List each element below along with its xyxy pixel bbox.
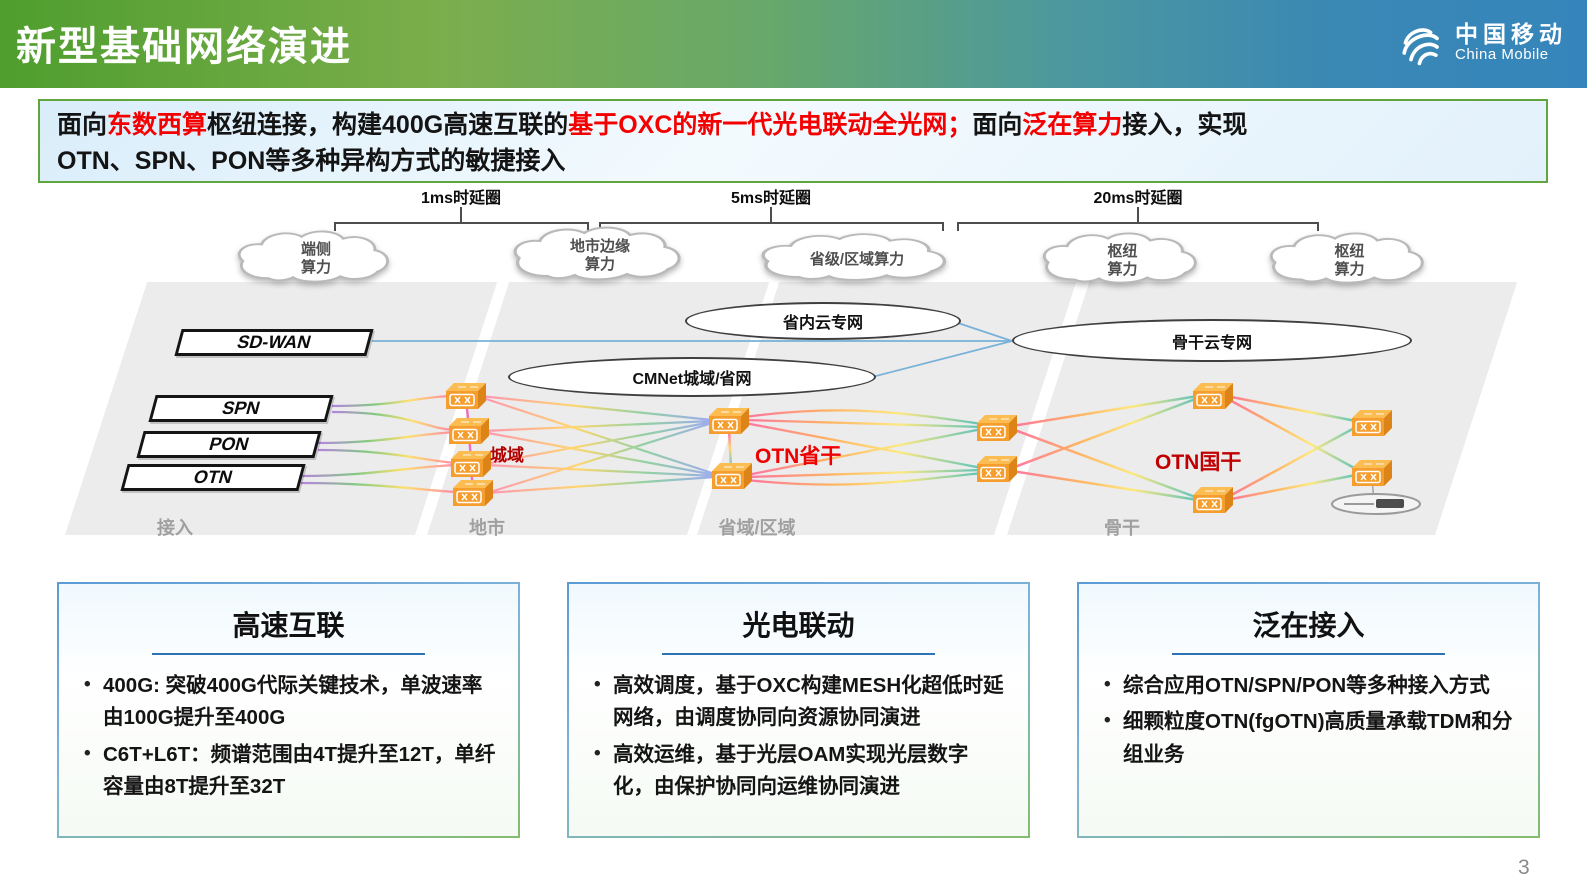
latency-bracket [334,207,1319,231]
oxc-node-icon [450,450,492,478]
card-bullet: C6T+L6T：频谱范围由4T提升至12T，单纤容量由8T提升至32T [81,739,496,804]
cloud-edge-compute: 端侧算力 [230,228,402,286]
zone-label-province: 省域/区域 [718,518,796,538]
cloud-label: 算力 [1107,260,1138,278]
oxc-node-icon [452,479,494,507]
card-bullet: 400G: 突破400G代际关键技术，单波速率由100G提升至400G [81,670,496,735]
cloud-hub-compute-1: 枢纽算力 [1035,230,1210,287]
oxc-node-icon [1192,486,1234,514]
card-title: 光电联动 [742,610,855,641]
oxc-node-icon [1192,382,1234,410]
cloud-label: 算力 [584,256,615,273]
access-box-otn: OTN [120,464,306,491]
intro-segment: 面向 [972,111,1023,139]
oxc-node-icon [976,414,1018,442]
segment-label-metro: 城域 [490,446,524,465]
card-title-underline [661,653,936,655]
intro-box: 面向东数西算枢纽连接，构建400G高速互联的基于OXC的新一代光电联动全光网；面… [38,99,1548,183]
intro-segment: 接入，实现 [1122,111,1248,139]
zone-label-access: 接入 [157,518,193,538]
oxc-node-icon [445,382,487,410]
cloud-label: 算力 [1334,260,1365,278]
cloud-label: 算力 [300,259,331,276]
card-opto-electric: 光电联动 高效调度，基于OXC构建MESH化超低时延网络，由调度协同向资源协同演… [567,582,1030,838]
intro-segment: OTN、SPN、PON等多种异构方式的敏捷接入 [57,147,566,175]
card-bullet: 高效调度，基于OXC构建MESH化超低时延网络，由调度协同向资源协同演进 [591,670,1006,735]
cloud-label: 地市边缘 [569,238,630,255]
card-title-underline [151,653,426,655]
network-ellipse-cmnet: CMNet城域/省网 [508,357,876,397]
page-number: 3 [1518,856,1530,879]
cloud-city-edge-compute: 地市边缘算力 [505,224,695,284]
oxc-node-icon [711,462,753,490]
segment-label-otn-province: OTN省干 [755,445,842,468]
card-bullet: 高效运维，基于光层OAM实现光层数字化，由保护协同向运维协同演进 [591,739,1006,804]
card-title: 高速互联 [232,610,345,641]
intro-segment: 面向 [57,111,108,139]
card-ubiquitous-access: 泛在接入 综合应用OTN/SPN/PON等多种接入方式 细颗粒度OTN(fgOT… [1077,582,1540,838]
network-ellipse-province-cloud: 省内云专网 [685,302,961,340]
zone-label-backbone: 骨干 [1104,518,1140,538]
china-mobile-logo: 中国移动 China Mobile [1390,15,1567,71]
network-ellipse-backbone-cloud: 骨干云专网 [1012,319,1412,362]
oxc-node-icon [448,417,490,445]
oxc-node-icon [1351,409,1393,437]
logo-text-en: China Mobile [1455,46,1549,64]
cloud-label: 端侧 [300,241,331,258]
segment-label-otn-national: OTN国干 [1155,451,1242,474]
title-bar: 新型基础网络演进 中国移动 China Mobile [0,0,1587,88]
submarine-cable-icon [1331,493,1421,515]
card-bullet: 细颗粒度OTN(fgOTN)高质量承载TDM和分组业务 [1101,706,1516,771]
card-title: 泛在接入 [1252,610,1365,641]
card-title-underline [1171,653,1446,655]
cloud-label: 省级/区域算力 [809,250,905,268]
intro-segment: 基于OXC的新一代光电联动全光网； [568,111,973,139]
intro-segment: 枢纽连接，构建400G高速互联的 [207,111,569,139]
oxc-node-icon [708,407,750,435]
intro-segment: 泛在算力 [1022,111,1123,139]
cloud-province-compute: 省级/区域算力 [752,231,962,284]
cloud-hub-compute-2: 枢纽算力 [1262,230,1437,287]
china-mobile-swirl-icon [1402,28,1439,66]
cloud-label: 枢纽 [1107,242,1138,260]
logo-text-zh: 中国移动 [1455,21,1567,48]
access-box-pon: PON [136,431,322,458]
card-bullet: 综合应用OTN/SPN/PON等多种接入方式 [1101,670,1516,702]
page-title: 新型基础网络演进 [16,25,352,69]
access-box-spn: SPN [148,395,334,422]
latency-label-20ms: 20ms时延圈 [1093,190,1183,207]
oxc-node-icon [1351,459,1393,487]
intro-segment: 东数西算 [107,111,208,139]
access-box-sdwan: SD-WAN [174,329,374,356]
zone-label-city: 地市 [469,518,505,538]
latency-label-1ms: 1ms时延圈 [420,190,502,207]
oxc-node-icon [976,455,1018,483]
card-high-speed: 高速互联 400G: 突破400G代际关键技术，单波速率由100G提升至400G… [57,582,520,838]
cloud-label: 枢纽 [1334,242,1365,260]
latency-label-5ms: 5ms时延圈 [730,190,812,207]
